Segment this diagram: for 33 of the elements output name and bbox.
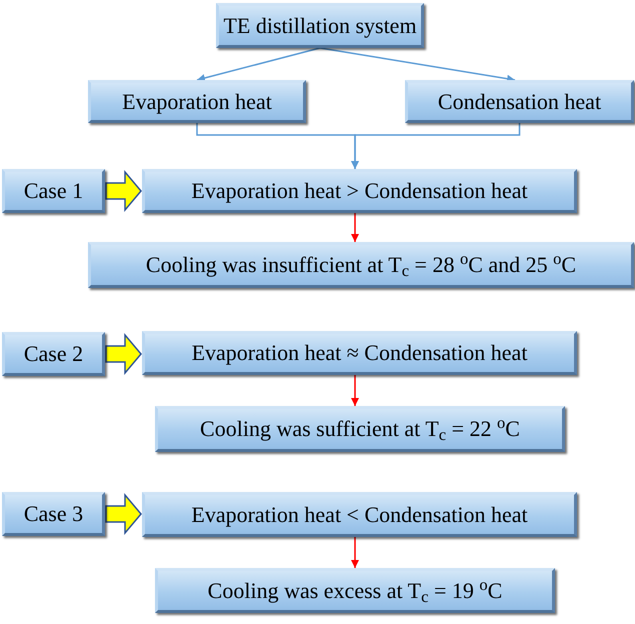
box-label: Cooling was sufficient at T$_{c}$ = 22 $^{o}$C: [200, 415, 520, 443]
process-box: [2, 492, 105, 536]
arrow: [351, 537, 359, 568]
block-arrow: [105, 492, 142, 536]
box-label: Case 3: [24, 500, 84, 528]
process-box: [216, 3, 424, 48]
process-box: [155, 406, 565, 452]
box-label: Evaporation heat < Condensation heat: [191, 500, 528, 528]
process-box: [142, 169, 577, 213]
block-arrow: [105, 332, 142, 376]
box-label: Cooling was insufficient at T$_{c}$ = 28 $^{o}$C and 25 $^{o}$C: [146, 251, 576, 279]
box-label: Evaporation heat: [122, 88, 272, 116]
arrow: [351, 375, 359, 406]
process-box: [405, 80, 634, 123]
box-label: Condensation heat: [438, 88, 602, 116]
box-label: Evaporation heat > Condensation heat: [191, 177, 528, 205]
box-label: Evaporation heat ≈ Condensation heat: [192, 339, 528, 367]
process-box: [2, 169, 105, 213]
process-box: [88, 242, 634, 288]
arrow: [196, 47, 320, 82]
process-box: [2, 332, 105, 376]
block-arrow: [105, 170, 142, 212]
arrow: [351, 123, 520, 169]
process-box: [88, 80, 306, 123]
process-box: [142, 331, 577, 375]
box-label: TE distillation system: [223, 12, 417, 40]
box-label: Cooling was excess at T$_{c}$ = 19 $^{o}$C: [208, 576, 502, 604]
box-label: Case 1: [24, 177, 84, 205]
process-box: [142, 492, 577, 537]
process-box: [155, 568, 555, 613]
arrow: [351, 213, 359, 242]
box-label: Case 2: [24, 340, 84, 368]
arrow: [320, 47, 516, 83]
